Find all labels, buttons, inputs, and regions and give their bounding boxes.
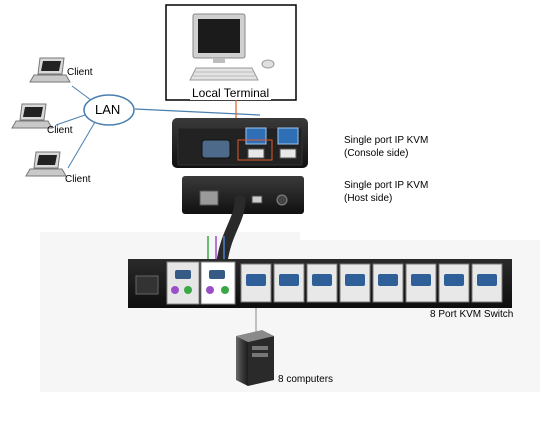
power-jack-icon bbox=[276, 194, 288, 206]
computers-label: 8 computers bbox=[278, 374, 334, 385]
computer-port-row bbox=[240, 263, 503, 303]
client-label-3: Client bbox=[65, 174, 91, 185]
keyboard-icon bbox=[189, 67, 259, 81]
kvm-switch-unit bbox=[128, 259, 512, 308]
client-label-2: Client bbox=[47, 125, 73, 136]
host-side-subtitle: (Host side) bbox=[344, 193, 393, 204]
console-side-subtitle: (Console side) bbox=[344, 148, 409, 159]
laptop-icon-3 bbox=[25, 151, 67, 177]
ethernet-port-icon-2 bbox=[277, 127, 299, 145]
usb-port-icon bbox=[247, 148, 265, 159]
ip-kvm-console-unit bbox=[172, 118, 308, 168]
laptop-icon-2 bbox=[11, 103, 53, 129]
console-port-panel-1 bbox=[166, 261, 200, 305]
laptop-icon-1 bbox=[29, 57, 71, 83]
client-label-1: Client bbox=[67, 67, 93, 78]
switch-backdrop bbox=[40, 232, 540, 392]
usb-port-icon-2 bbox=[279, 148, 297, 159]
desktop-monitor-icon bbox=[192, 13, 246, 63]
lan-label: LAN bbox=[95, 102, 121, 117]
mini-usb-icon bbox=[251, 195, 263, 204]
computer-tower-icon bbox=[236, 330, 274, 386]
console-side-title: Single port IP KVM bbox=[344, 135, 429, 146]
ethernet-port-host-icon bbox=[199, 190, 219, 206]
kvm-switch-label: 8 Port KVM Switch bbox=[430, 309, 514, 320]
mouse-icon bbox=[261, 59, 275, 69]
console-port-panel-2 bbox=[200, 261, 236, 305]
vga-port-icon bbox=[201, 139, 231, 159]
lan-ellipse bbox=[83, 94, 135, 126]
host-side-title: Single port IP KVM bbox=[344, 180, 429, 191]
ethernet-port-icon bbox=[245, 127, 267, 145]
local-terminal-label: Local Terminal bbox=[190, 86, 272, 100]
